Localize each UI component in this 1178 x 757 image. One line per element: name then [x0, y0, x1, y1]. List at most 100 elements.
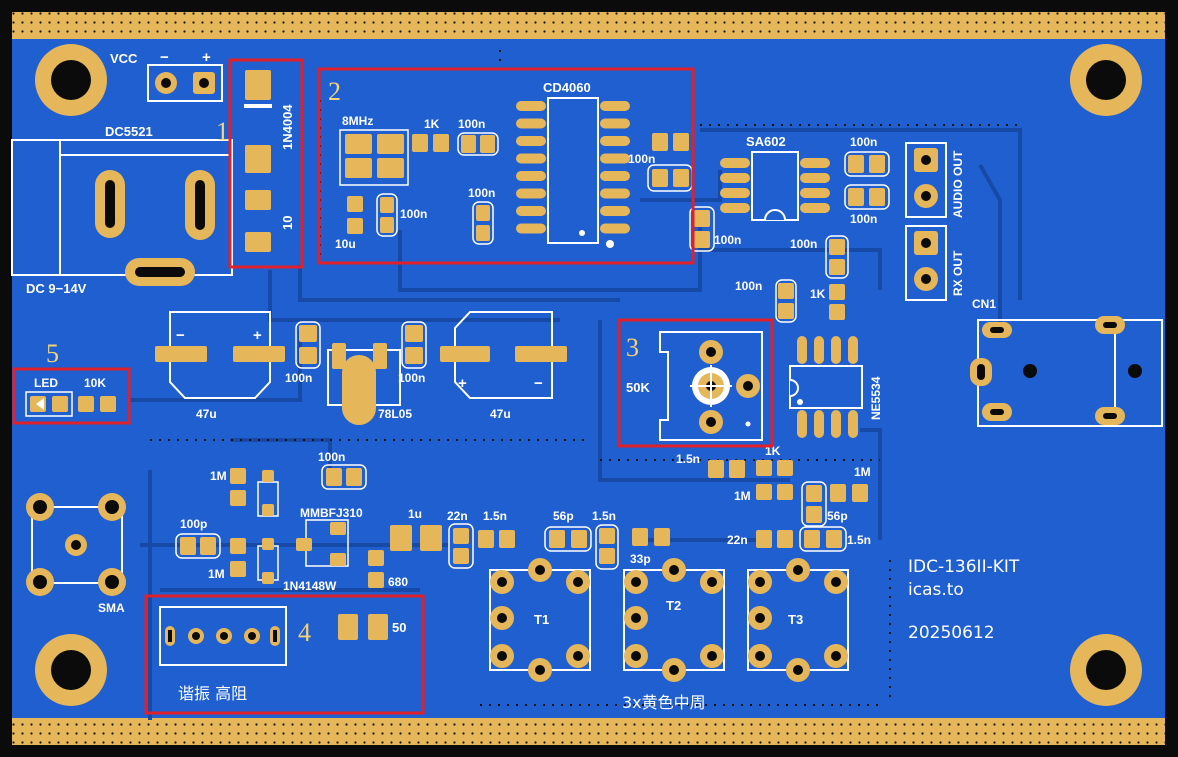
r10k-label: 10K: [84, 376, 106, 390]
led-label: LED: [34, 376, 58, 390]
board-site: icas.to: [908, 580, 964, 600]
cap-100n: [472, 201, 494, 245]
dc5521-label: DC5521: [105, 124, 153, 139]
crystal-8mhz: [339, 129, 409, 186]
sma-label: SMA: [98, 601, 125, 615]
r50-label: 50: [392, 620, 406, 635]
c1-5n-d-label: 1.5n: [847, 533, 871, 547]
cap-100p: [175, 533, 221, 559]
cap-100n: [647, 133, 693, 192]
ic-cd4060: [516, 97, 630, 248]
c100n-g-label: 100n: [714, 233, 741, 247]
cap-100n: [844, 151, 890, 177]
ic-pin: [814, 410, 824, 438]
ic-pin: [516, 118, 546, 129]
c1-5n-a-label: 1.5n: [676, 452, 700, 466]
r1m-c-label: 1M: [210, 469, 227, 483]
resistor-1k: [756, 460, 793, 476]
resistor-50: [338, 614, 388, 640]
sa602-label: SA602: [746, 134, 786, 149]
highlight-box-5: [12, 367, 131, 425]
resistor-1k: [829, 284, 845, 320]
cap-47u-right: [440, 311, 567, 399]
ic-pin: [516, 101, 546, 111]
c1u-label: 1u: [408, 507, 422, 521]
section-number-1: 1: [216, 117, 229, 146]
ic-pin: [600, 153, 630, 164]
ic-pin: [720, 203, 750, 213]
cd4060-label: CD4060: [543, 80, 591, 95]
ic-ne5534: [789, 336, 863, 438]
diode-pair: [257, 470, 279, 584]
jfet-mmbfj310: [296, 519, 349, 567]
cap-100n: [295, 321, 321, 369]
rx-out-label: RX OUT: [951, 250, 965, 296]
cap-100n: [457, 132, 499, 156]
sma-connector: [26, 493, 126, 596]
ne5534-label: NE5534: [869, 376, 883, 420]
c100n-c-label: 100n: [468, 186, 495, 200]
c10u-label: 10u: [335, 237, 356, 251]
t3-label: T3: [788, 612, 803, 627]
r1k-a-label: 1K: [424, 117, 440, 131]
resistor-1m: [230, 538, 246, 577]
audio-out-header: [905, 142, 947, 218]
cap-100n: [825, 235, 849, 279]
c22n-a-label: 22n: [447, 509, 468, 523]
highlight-box-4: [144, 594, 425, 715]
mounting-hole: [1070, 634, 1142, 706]
cap-100n: [844, 184, 890, 210]
cap-100n: [775, 279, 797, 323]
r1m-d-label: 1M: [208, 567, 225, 581]
via-dots: [150, 50, 1020, 706]
cap-22n: [448, 523, 474, 569]
dc-jack: [11, 139, 233, 286]
cap-plus-b: +: [458, 375, 467, 392]
c100n-i-label: 100n: [735, 279, 762, 293]
ic-sa602: [720, 151, 830, 221]
if-transformer: [623, 558, 725, 682]
cap-1u: [390, 525, 442, 551]
resistor-680: [368, 550, 384, 588]
cap-56p: [544, 526, 592, 552]
c100n-j-label: 100n: [285, 371, 312, 385]
board-date: 20250612: [908, 623, 995, 643]
r1m-a-label: 1M: [734, 489, 751, 503]
cap-minus-b: −: [534, 375, 543, 392]
cap-plus-a: +: [253, 327, 262, 344]
ic-pin: [800, 173, 830, 183]
resistor-1m: [230, 468, 246, 506]
cap-47u-left: [155, 311, 285, 399]
ic-pin: [516, 136, 546, 146]
cap-100n: [689, 206, 715, 252]
if-transformer: [489, 558, 591, 682]
ic-pin: [600, 188, 630, 199]
ifts-label: 3x黄色中周: [622, 693, 706, 712]
highlight-box-2: [317, 67, 695, 265]
traces: [130, 128, 1022, 720]
ic-pin: [848, 336, 858, 364]
c33p-label: 33p: [630, 552, 651, 566]
c1-5n-b-label: 1.5n: [483, 509, 507, 523]
cap-100n: [401, 321, 427, 369]
cap-100n: [376, 193, 398, 237]
pot-label: 50K: [626, 380, 650, 395]
c100n-k-label: 100n: [398, 371, 425, 385]
board-title: IDC-136II-KIT: [908, 557, 1020, 577]
ic-pin: [600, 223, 630, 234]
cap-33p: [632, 528, 670, 546]
ic-pin: [516, 223, 546, 234]
jfet-label: MMBFJ310: [300, 506, 363, 520]
cap-1-5n: [478, 530, 515, 548]
c100n-b-label: 100n: [400, 207, 427, 221]
plus-label: +: [202, 49, 211, 66]
xtal-label: 8MHz: [342, 114, 373, 128]
led-10k: [25, 391, 116, 417]
ic-pin: [600, 206, 630, 216]
r680-label: 680: [388, 575, 408, 589]
cap-22n: [756, 530, 793, 548]
ic-pin: [797, 410, 807, 438]
if-transformer: [747, 558, 849, 682]
c22n-b-label: 22n: [727, 533, 748, 547]
